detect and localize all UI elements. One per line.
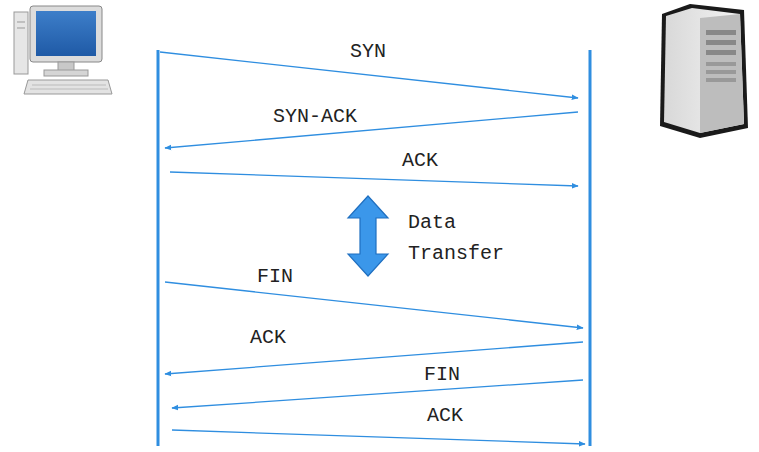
message-label: ACK — [402, 149, 438, 173]
message-arrow — [170, 172, 578, 186]
message-arrow — [165, 342, 583, 374]
server-lifeline — [589, 50, 592, 446]
message-label: SYN-ACK — [273, 105, 357, 129]
message-arrow — [172, 380, 583, 408]
message-label: ACK — [427, 404, 463, 428]
server-icon — [660, 4, 748, 138]
client-computer-icon — [14, 6, 112, 94]
client-lifeline — [157, 50, 160, 446]
message-label: SYN — [350, 40, 386, 64]
message-label: FIN — [257, 265, 293, 289]
message-label: FIN — [424, 363, 460, 387]
double-arrow — [348, 196, 388, 276]
phase-label: Data Transfer — [408, 207, 538, 269]
message-arrow — [172, 430, 585, 444]
message-label: ACK — [250, 326, 286, 350]
message-arrow — [165, 112, 578, 148]
message-arrow — [165, 282, 583, 328]
